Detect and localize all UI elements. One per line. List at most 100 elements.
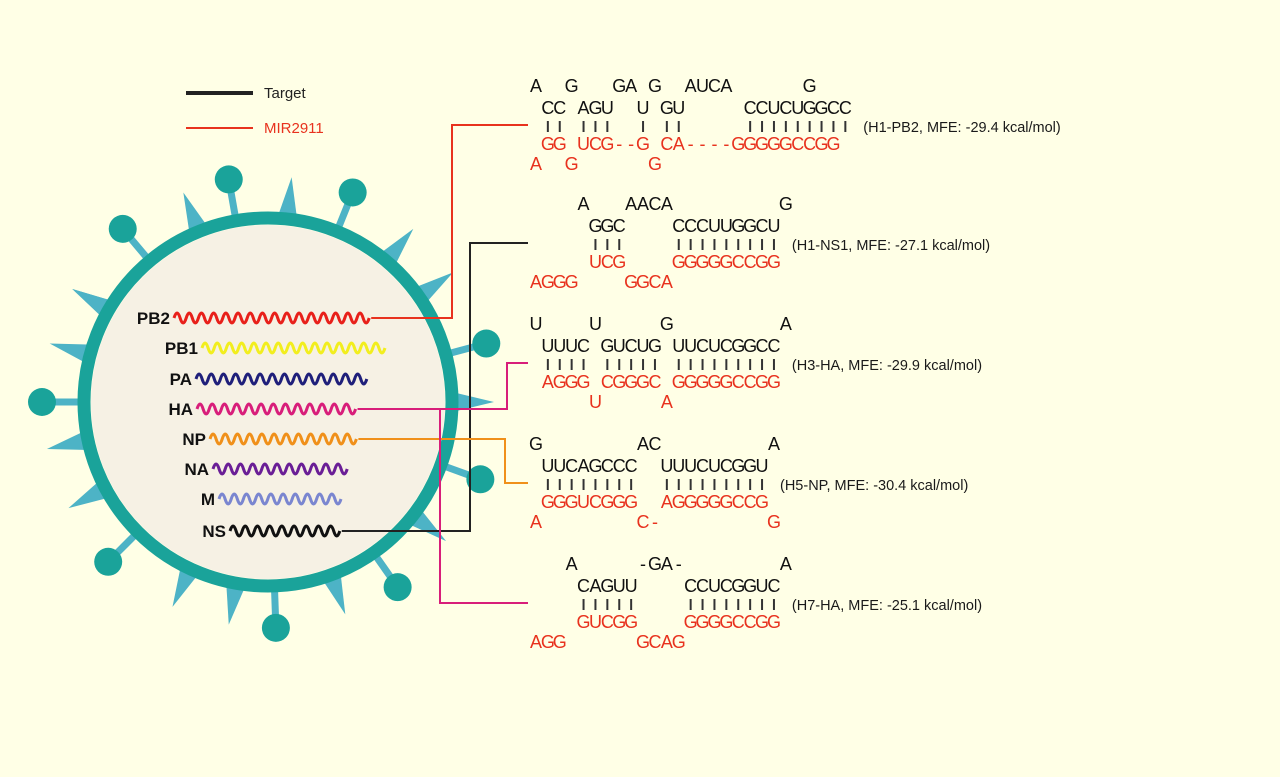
viral-envelope xyxy=(77,211,459,593)
mirna-loop-nucleotide: G xyxy=(636,272,650,292)
segment-rna-pb1 xyxy=(200,341,387,355)
target-paired-nucleotide: G xyxy=(803,98,817,118)
mirna-loop-nucleotide: C xyxy=(648,272,661,292)
mirna-paired-nucleotide: C xyxy=(660,134,673,154)
na-knob-icon xyxy=(338,178,367,207)
mirna-paired-nucleotide: G xyxy=(553,372,567,392)
segment-label-ns: NS xyxy=(202,522,226,541)
target-loop-nucleotide: A xyxy=(578,194,590,214)
mirna-paired-nucleotide: G xyxy=(565,492,579,512)
mirna-loop-nucleotide: A xyxy=(661,272,673,292)
connector-h1-ns1 xyxy=(341,242,528,532)
segment-rna-m xyxy=(217,492,343,506)
mirna-paired-nucleotide: C xyxy=(601,612,614,632)
target-paired-nucleotide: C xyxy=(696,336,709,356)
target-paired-nucleotide: U xyxy=(541,456,554,476)
segment-rna-ha xyxy=(195,402,358,416)
na-knob-icon xyxy=(466,465,495,494)
mirna-paired-nucleotide: G xyxy=(612,492,626,512)
mirna-paired-nucleotide: C xyxy=(732,612,745,632)
mirna-paired-nucleotide: C xyxy=(648,372,661,392)
mirna-paired-nucleotide: G xyxy=(577,612,591,632)
mirna-loop-nucleotide: A xyxy=(530,272,542,292)
mirna-paired-nucleotide: G xyxy=(696,492,710,512)
target-paired-nucleotide: C xyxy=(756,216,769,236)
target-paired-nucleotide: C xyxy=(756,336,769,356)
target-loop-nucleotide: U xyxy=(529,314,542,334)
mirna-paired-nucleotide: G xyxy=(707,252,721,272)
target-paired-nucleotide: A xyxy=(578,456,590,476)
mirna-paired-nucleotide: G xyxy=(624,612,638,632)
target-paired-nucleotide: G xyxy=(743,336,757,356)
target-paired-nucleotide: G xyxy=(743,456,757,476)
target-paired-nucleotide: C xyxy=(827,98,840,118)
target-paired-nucleotide: U xyxy=(684,336,697,356)
mirna-loop-nucleotide: A xyxy=(530,512,542,532)
target-loop-nucleotide: A xyxy=(637,434,649,454)
mirna-loop-nucleotide: C xyxy=(637,512,650,532)
target-paired-nucleotide: G xyxy=(731,336,745,356)
mirna-paired-nucleotide: - xyxy=(723,134,729,154)
mirna-paired-nucleotide: - xyxy=(711,134,717,154)
segment-label-na: NA xyxy=(184,460,209,479)
mirna-loop-nucleotide: A xyxy=(530,154,542,174)
mirna-paired-nucleotide: C xyxy=(732,252,745,272)
target-paired-nucleotide: G xyxy=(743,216,757,236)
target-paired-nucleotide: C xyxy=(684,576,697,596)
target-paired-nucleotide: U xyxy=(613,336,626,356)
mirna-paired-nucleotide: - xyxy=(688,134,694,154)
target-paired-nucleotide: C xyxy=(684,216,697,236)
mirna-paired-nucleotide: C xyxy=(803,134,816,154)
target-loop-nucleotide: G xyxy=(779,194,793,214)
target-paired-nucleotide: A xyxy=(578,98,590,118)
mirna-paired-nucleotide: C xyxy=(744,492,757,512)
mirna-loop-nucleotide: G xyxy=(648,154,662,174)
mirna-paired-nucleotide: - xyxy=(628,134,634,154)
duplex-label: (H1-NS1, MFE: -27.1 kcal/mol) xyxy=(792,238,990,254)
mirna-paired-nucleotide: G xyxy=(719,252,733,272)
mirna-paired-nucleotide: G xyxy=(541,134,555,154)
target-paired-nucleotide: G xyxy=(648,336,662,356)
target-paired-nucleotide: U xyxy=(720,216,733,236)
na-knob-icon xyxy=(108,214,137,243)
target-loop-nucleotide: A xyxy=(637,194,649,214)
mirna-paired-nucleotide: C xyxy=(744,252,757,272)
mirna-paired-nucleotide: G xyxy=(707,372,721,392)
target-paired-nucleotide: U xyxy=(553,456,566,476)
target-paired-nucleotide: C xyxy=(696,576,709,596)
target-paired-nucleotide: C xyxy=(541,98,554,118)
mirna-paired-nucleotide: C xyxy=(791,134,804,154)
mirna-paired-nucleotide: C xyxy=(744,612,757,632)
mirna-paired-nucleotide: C xyxy=(601,372,614,392)
target-loop-nucleotide: - xyxy=(640,554,646,574)
target-paired-nucleotide: G xyxy=(588,216,602,236)
target-paired-nucleotide: U xyxy=(553,336,566,356)
target-paired-nucleotide: U xyxy=(791,98,804,118)
target-paired-nucleotide: C xyxy=(553,98,566,118)
segment-label-m: M xyxy=(201,490,215,509)
target-loop-nucleotide: U xyxy=(696,76,709,96)
mirna-paired-nucleotide: G xyxy=(672,492,686,512)
na-knob-icon xyxy=(214,165,243,194)
mirna-loop-nucleotide: G xyxy=(565,272,579,292)
target-loop-nucleotide: A xyxy=(661,194,673,214)
target-paired-nucleotide: C xyxy=(577,576,590,596)
mirna-loop-nucleotide: G xyxy=(767,512,781,532)
target-paired-nucleotide: U xyxy=(708,216,721,236)
mirna-paired-nucleotide: A xyxy=(673,134,685,154)
target-paired-nucleotide: C xyxy=(601,456,614,476)
mirna-paired-nucleotide: G xyxy=(696,252,710,272)
target-paired-nucleotide: C xyxy=(696,456,709,476)
mirna-paired-nucleotide: G xyxy=(815,134,829,154)
legend: Target MIR2911 xyxy=(186,85,324,137)
target-paired-nucleotide: U xyxy=(756,456,769,476)
target-paired-nucleotide: U xyxy=(637,98,650,118)
mirna-paired-nucleotide: G xyxy=(696,612,710,632)
mirna-paired-nucleotide: G xyxy=(565,372,579,392)
